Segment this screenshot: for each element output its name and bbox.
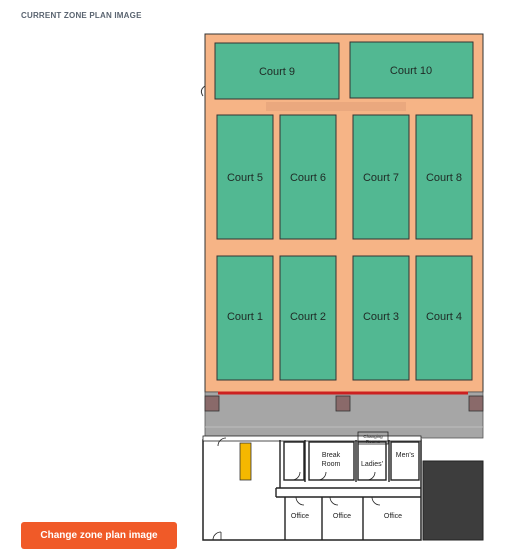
court-2[interactable]: Court 2	[279, 255, 337, 381]
rooms-top-strip	[202, 435, 422, 442]
court-6[interactable]: Court 6	[279, 114, 337, 240]
door-swings	[212, 437, 381, 541]
court-label: Court 2	[290, 311, 326, 323]
change-zone-plan-button[interactable]: Change zone plan image	[21, 522, 177, 549]
pillar	[335, 395, 351, 412]
court-3[interactable]: Court 3	[352, 255, 410, 381]
room-label-office: Office	[384, 513, 402, 520]
dark-room	[422, 460, 484, 541]
room-label-changing: Changing	[363, 434, 383, 439]
court-5[interactable]: Court 5	[216, 114, 274, 240]
room-label-office: Office	[291, 513, 309, 520]
court-label: Court 3	[363, 311, 399, 323]
court-7[interactable]: Court 7	[352, 114, 410, 240]
court-label: Court 6	[290, 172, 326, 184]
court-9[interactable]: Court 9	[214, 42, 340, 100]
room-label-break: Room	[322, 461, 341, 468]
court-label: Court 7	[363, 172, 399, 184]
floor-shadow	[266, 102, 406, 111]
court-1[interactable]: Court 1	[216, 255, 274, 381]
room-label-mens: Men's	[396, 452, 415, 459]
pillar	[204, 395, 220, 412]
room-label-break: Break	[322, 452, 341, 459]
court-label: Court 1	[227, 311, 263, 323]
section-title: CURRENT ZONE PLAN IMAGE	[21, 11, 142, 20]
court-label: Court 5	[227, 172, 263, 184]
yellow-marker	[239, 442, 252, 481]
door-swing	[200, 85, 206, 97]
court-label: Court 10	[390, 65, 432, 77]
room-label-changing: Rooms	[366, 439, 381, 444]
pillar	[468, 395, 484, 412]
rooms-block	[202, 439, 422, 541]
court-10[interactable]: Court 10	[349, 41, 474, 99]
court-8[interactable]: Court 8	[415, 114, 473, 240]
court-label: Court 8	[426, 172, 462, 184]
interior-walls	[275, 431, 421, 540]
court-4[interactable]: Court 4	[415, 255, 473, 381]
court-label: Court 4	[426, 311, 462, 323]
court-label: Court 9	[259, 66, 295, 78]
room-label-office: Office	[333, 513, 351, 520]
room-label-ladies: Ladies'	[361, 461, 383, 468]
